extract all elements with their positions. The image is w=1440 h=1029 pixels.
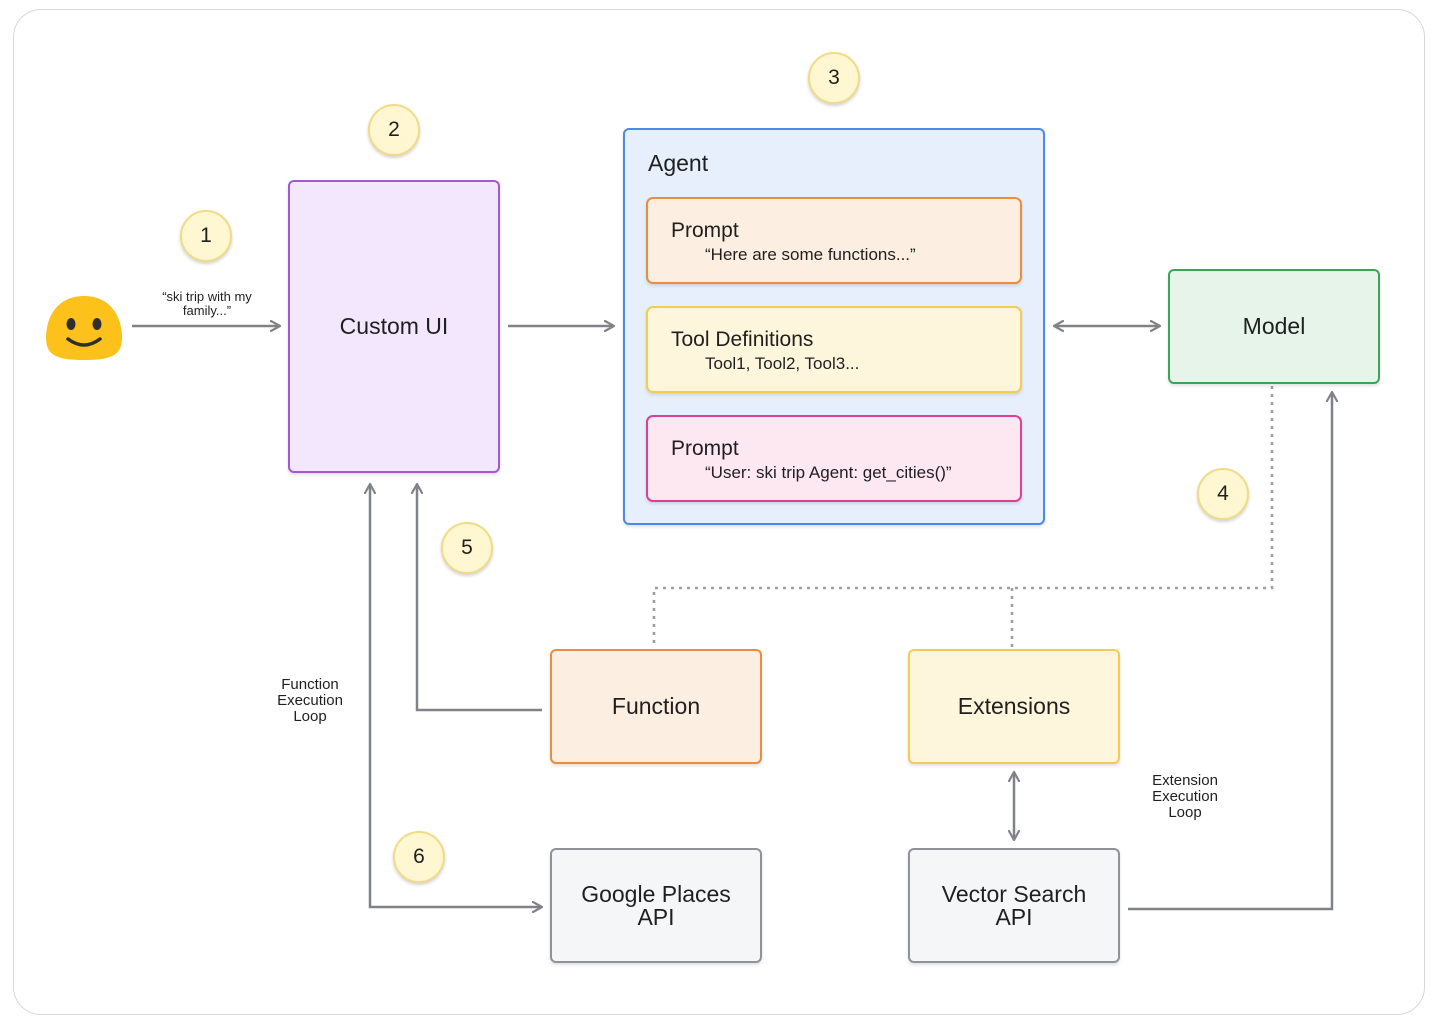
tool-definitions-text: Tool1, Tool2, Tool3... xyxy=(705,354,860,373)
google-places-line1: Google Places xyxy=(581,880,731,907)
function-label: Function xyxy=(611,693,701,719)
arrow-function-to-ui xyxy=(417,484,542,712)
custom-ui-box: Custom UI xyxy=(288,180,500,473)
vector-search-line2: API xyxy=(995,903,1033,930)
agent-history-prompt-box: Prompt “User: ski trip Agent: get_cities… xyxy=(646,415,1022,502)
history-prompt-text: “User: ski trip Agent: get_cities()” xyxy=(705,463,952,482)
function-execution-loop-label: Function Execution Loop xyxy=(277,676,343,725)
tool-definitions-box: Tool Definitions Tool1, Tool2, Tool3... xyxy=(646,306,1022,393)
function-box: Function xyxy=(550,649,762,764)
step-badge-6: 6 xyxy=(393,831,445,883)
history-prompt-title: Prompt xyxy=(671,437,739,460)
custom-ui-label: Custom UI xyxy=(339,313,449,339)
agent-title: Agent xyxy=(648,150,709,176)
smiley-face-icon xyxy=(46,296,122,360)
prompt-title: Prompt xyxy=(671,219,739,242)
step-badge-2: 2 xyxy=(368,104,420,156)
arrow-loop-to-google-places xyxy=(370,484,542,907)
user-message-label: “ski trip with my family...” xyxy=(162,289,252,318)
extensions-box: Extensions xyxy=(908,649,1120,764)
vector-search-line1: Vector Search xyxy=(941,880,1087,907)
agent-prompt-box: Prompt “Here are some functions...” xyxy=(646,197,1022,284)
extension-execution-loop-label: Extension Execution Loop xyxy=(1152,772,1218,821)
google-places-line2: API xyxy=(637,903,675,930)
step-badge-3: 3 xyxy=(808,52,860,104)
model-box: Model xyxy=(1168,269,1380,384)
step-badge-1: 1 xyxy=(180,210,232,262)
arrow-vector-search-to-model xyxy=(1128,392,1332,911)
tool-definitions-title: Tool Definitions xyxy=(671,328,814,351)
dotted-model-to-tools xyxy=(652,386,1274,648)
google-places-api-box: Google Places API xyxy=(550,848,762,963)
extensions-label: Extensions xyxy=(957,693,1071,719)
prompt-text: “Here are some functions...” xyxy=(705,245,916,264)
step-badge-5: 5 xyxy=(441,522,493,574)
model-label: Model xyxy=(1242,313,1306,339)
vector-search-api-box: Vector Search API xyxy=(908,848,1120,963)
step-badge-4: 4 xyxy=(1197,468,1249,520)
